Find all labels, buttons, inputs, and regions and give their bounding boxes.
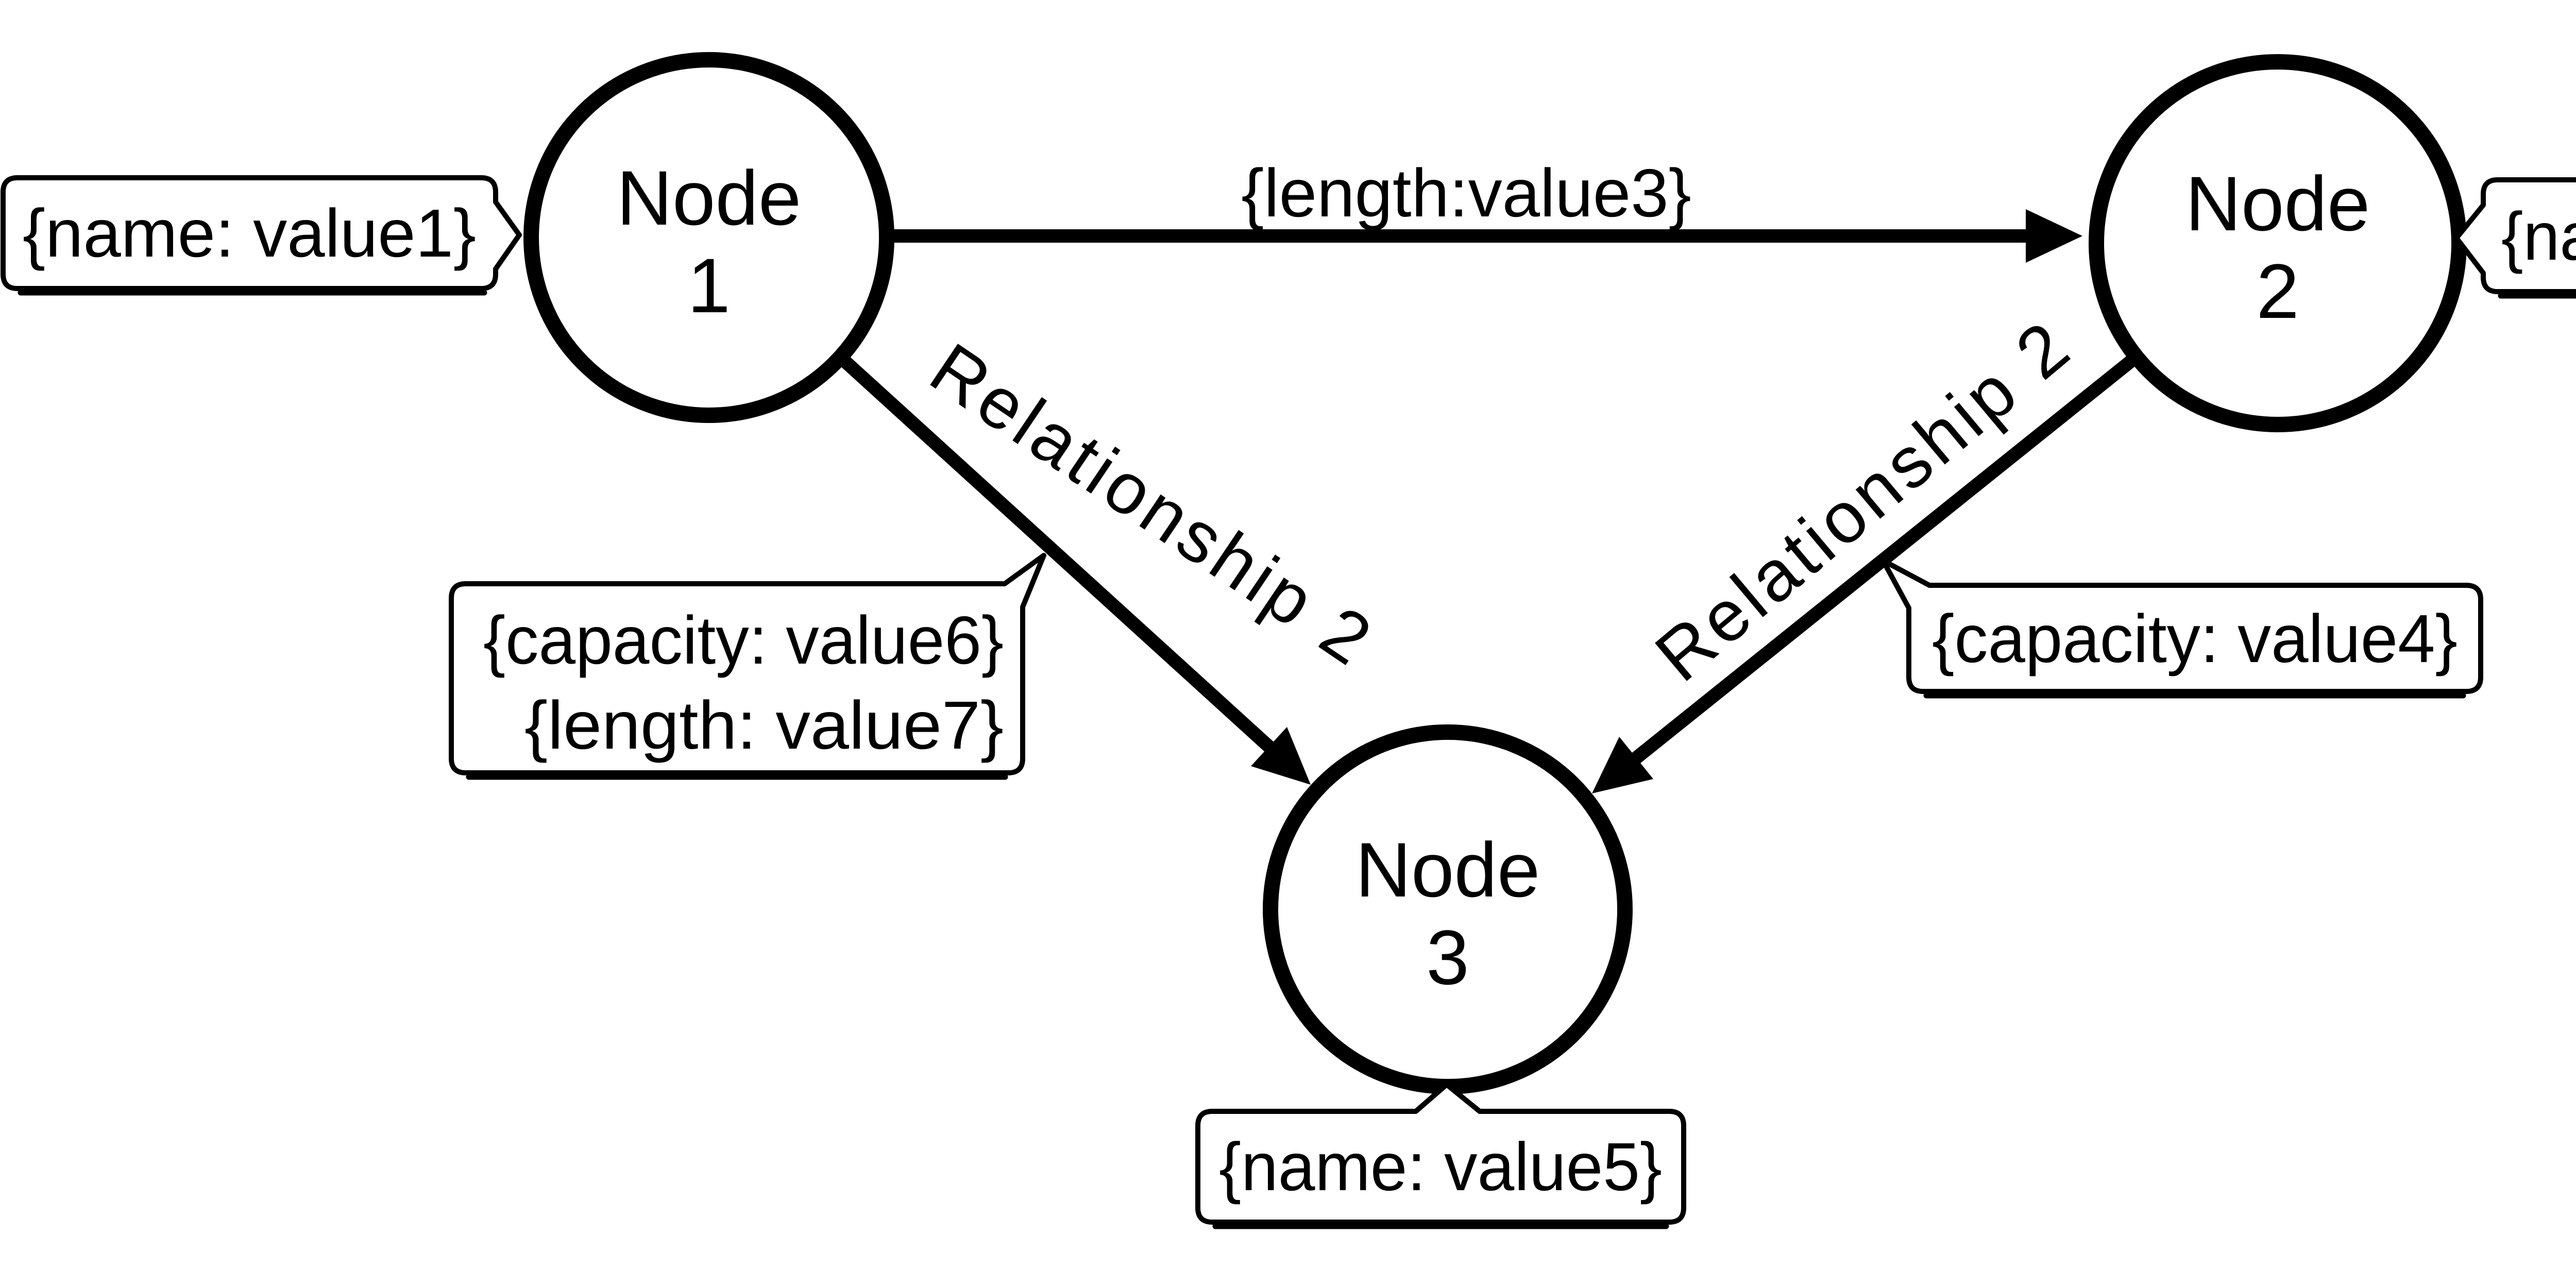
- node-1-label-line2: 1: [687, 242, 730, 329]
- node-3-label-line1: Node: [1355, 826, 1540, 913]
- callout-edge-node1-node3-text-line1: {capacity: value6}: [483, 602, 1004, 678]
- callout-edge-node1-node3: {capacity: value6} {length: value7}: [449, 553, 1046, 780]
- callout-node-1-bubble: [1, 175, 522, 291]
- callout-edge-node1-node3-bubble: [449, 553, 1046, 775]
- edge-node1-node3-line: [841, 357, 1280, 757]
- callout-node-2-text: {name: value2}: [2501, 198, 2576, 274]
- node-2-label-line2: 2: [2256, 248, 2299, 334]
- node-1-circle: [523, 52, 894, 423]
- node-3: Node 3: [1263, 724, 1633, 1094]
- callout-edge-node2-node3-text: {capacity: value4}: [1932, 601, 2458, 676]
- callout-node-2: {name: value2}: [2454, 177, 2576, 299]
- callout-node-1: {name: value1}: [1, 175, 522, 296]
- callout-node-3-bubble: [1195, 1082, 1686, 1225]
- edge-node1-node2-arrowhead-icon: [2026, 209, 2082, 263]
- edge-node2-node3-arrowhead-icon: [1592, 737, 1653, 793]
- edge-node1-node3-arrowhead-icon: [1251, 727, 1311, 785]
- callout-edge-node2-node3-bubble: [1880, 558, 2483, 694]
- edge-node1-node2: {length:value3}: [894, 155, 2082, 263]
- callout-edge-node1-node3-text-line2: {length: value7}: [524, 687, 1004, 763]
- node-1: Node 1: [523, 52, 894, 423]
- callout-node-2-bubble: [2454, 177, 2576, 294]
- node-3-label-line2: 3: [1426, 914, 1469, 1001]
- node-2-label-line1: Node: [2185, 160, 2370, 247]
- node-1-label-line1: Node: [617, 155, 802, 241]
- callout-node-3: {name: value5}: [1195, 1082, 1686, 1229]
- callout-node-3-text: {name: value5}: [1219, 1129, 1662, 1205]
- callout-node-1-text: {name: value1}: [23, 195, 476, 271]
- edge-node1-node2-label: {length:value3}: [1241, 155, 1691, 231]
- callout-edge-node2-node3: {capacity: value4}: [1880, 558, 2483, 699]
- node-2: Node 2: [2089, 54, 2467, 432]
